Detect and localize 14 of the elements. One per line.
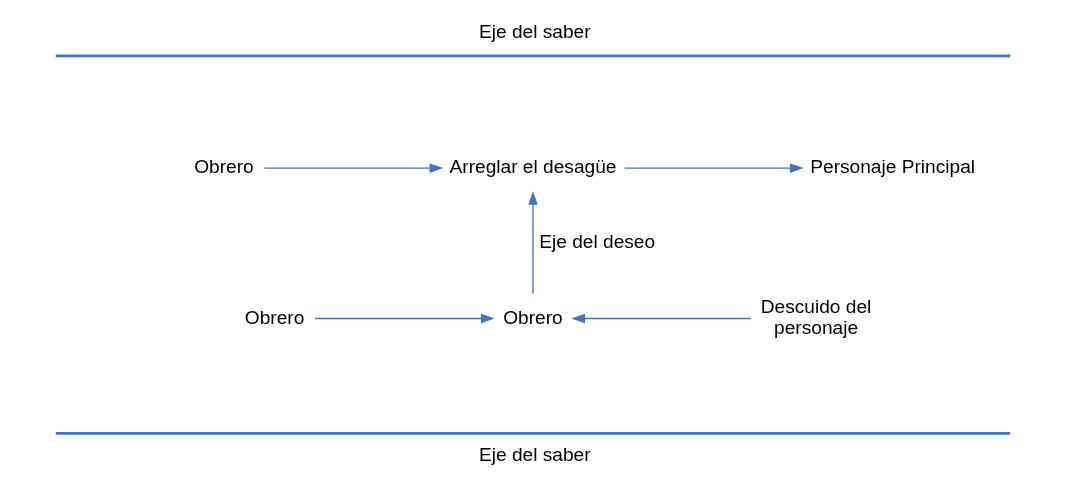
node-text: Obrero (244, 306, 304, 328)
label: Eje del saber (478, 444, 591, 466)
arrow (570, 313, 751, 324)
edge-label: Eje del deseo (538, 230, 655, 252)
label: Eje del saber (478, 21, 591, 43)
node-text: Descuido del personaje (760, 296, 871, 338)
node-text: Personaje Principal (809, 156, 975, 178)
arrow (263, 163, 443, 173)
arrow (313, 313, 495, 324)
node-text: Obrero (193, 156, 254, 178)
node-text: Arreglar el desagüe (449, 156, 616, 178)
arrow (623, 163, 804, 173)
node-text: Obrero (502, 306, 563, 328)
arrow (527, 191, 538, 295)
